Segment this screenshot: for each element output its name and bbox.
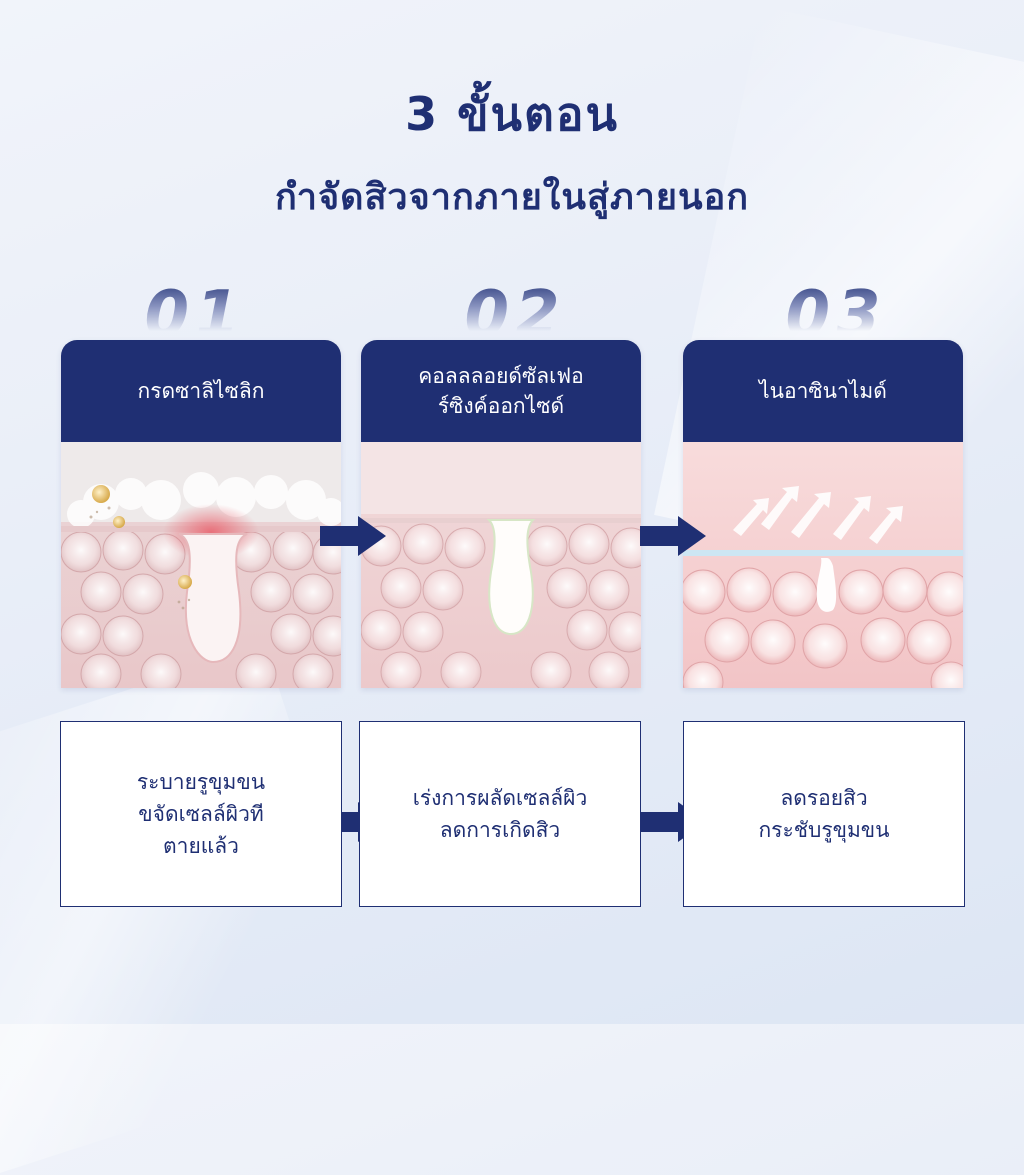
skin-illustration-2 bbox=[361, 442, 641, 688]
step-heading-1: กรดซาลิไซลิก bbox=[61, 340, 341, 442]
skin-illustration-1 bbox=[61, 442, 341, 688]
page-title: 3 ขั้นตอน bbox=[405, 87, 619, 141]
step-card-3: ไนอาซินาไมด์ bbox=[683, 340, 963, 688]
step-heading-line: ร์ซิงค์ออกไซด์ bbox=[437, 394, 565, 418]
description-line: ขจัดเซลล์ผิวที bbox=[138, 802, 264, 826]
step-description-3: ลดรอยสิว กระชับรูขุมขน bbox=[683, 721, 965, 907]
description-line: กระชับรูขุมขน bbox=[758, 818, 890, 842]
step-heading-line: ไนอาซินาไมด์ bbox=[759, 379, 887, 403]
step-heading-line: กรดซาลิไซลิก bbox=[137, 379, 265, 403]
step-heading-line: คอลลลอยด์ซัลเฟอ bbox=[418, 364, 584, 388]
step-description-2: เร่งการผลัดเซลล์ผิว ลดการเกิดสิว bbox=[359, 721, 641, 907]
step-heading-2: คอลลลอยด์ซัลเฟอ ร์ซิงค์ออกไซด์ bbox=[361, 340, 641, 442]
step-card-1: กรดซาลิไซลิก bbox=[61, 340, 341, 688]
step-number-2: 02 bbox=[455, 280, 575, 340]
step-number-3: 03 bbox=[776, 280, 896, 340]
up-arrows-icon bbox=[733, 486, 903, 544]
description-line: ระบายรูขุมขน bbox=[136, 770, 266, 794]
description-line: ตายแล้ว bbox=[163, 834, 239, 858]
skin-illustration-3 bbox=[683, 442, 963, 688]
step-number-1: 01 bbox=[135, 280, 255, 340]
step-heading-3: ไนอาซินาไมด์ bbox=[683, 340, 963, 442]
step-card-2: คอลลลอยด์ซัลเฟอ ร์ซิงค์ออกไซด์ bbox=[361, 340, 641, 688]
arrow-right-icon bbox=[640, 516, 706, 556]
description-line: เร่งการผลัดเซลล์ผิว bbox=[412, 786, 588, 810]
arrow-right-icon bbox=[320, 516, 386, 556]
page-subtitle: กำจัดสิวจากภายในสู่ภายนอก bbox=[274, 177, 750, 218]
step-description-1: ระบายรูขุมขน ขจัดเซลล์ผิวที ตายแล้ว bbox=[60, 721, 342, 907]
description-line: ลดการเกิดสิว bbox=[439, 818, 561, 842]
description-line: ลดรอยสิว bbox=[780, 786, 868, 810]
